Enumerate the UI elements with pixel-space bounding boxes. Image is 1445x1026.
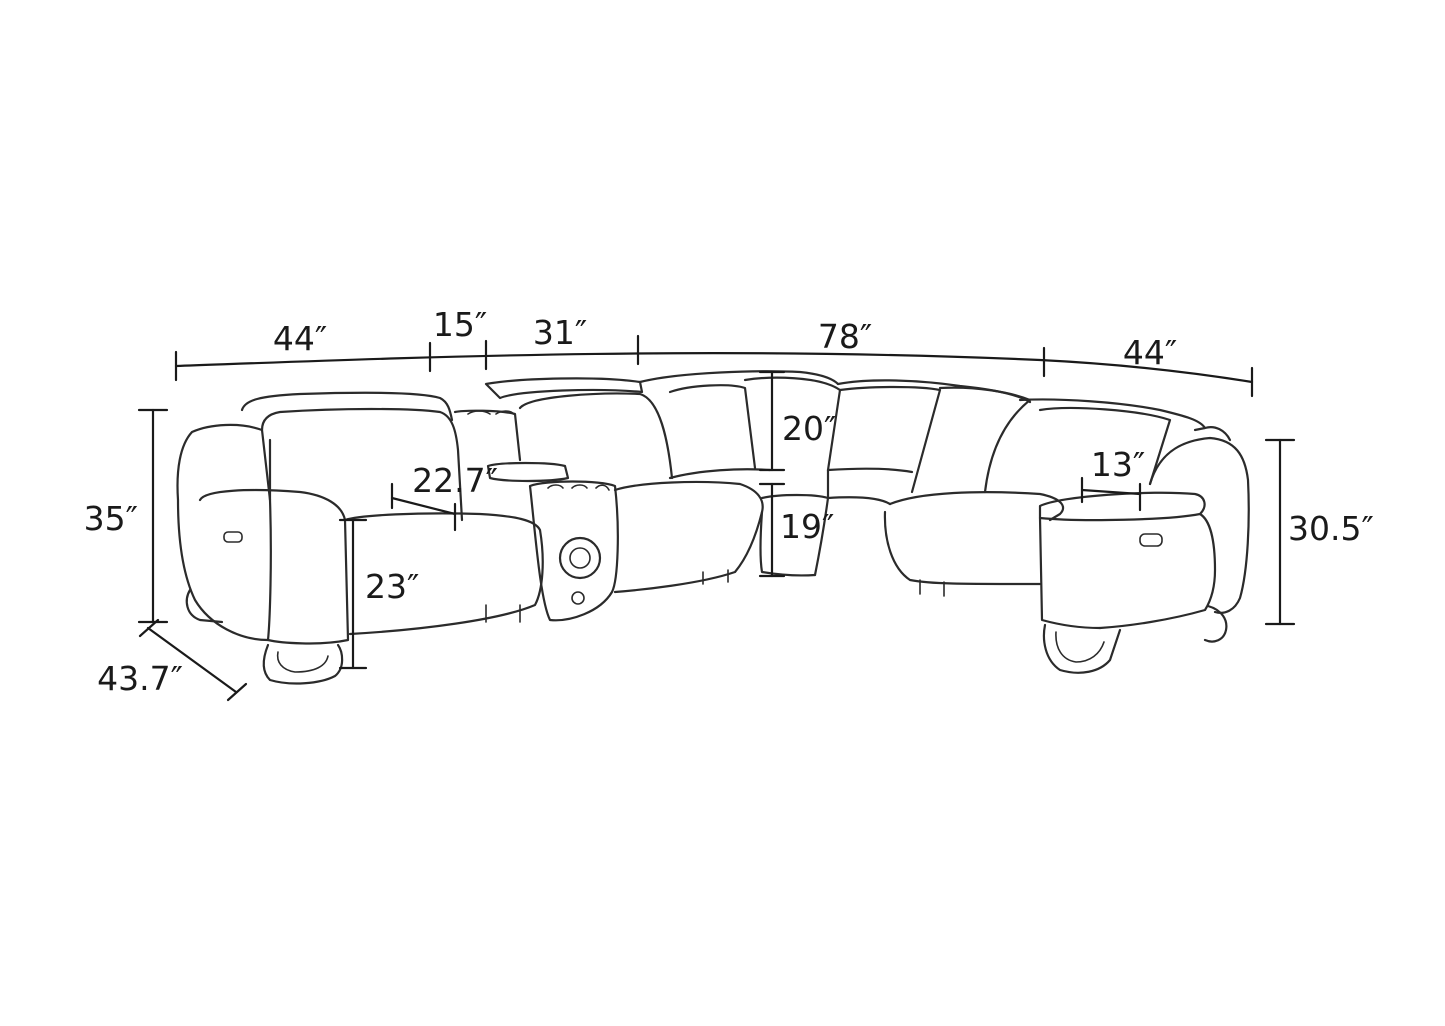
arm-width-line bbox=[1080, 488, 1142, 496]
recliner-button-icon bbox=[223, 531, 243, 543]
right-recliner bbox=[883, 386, 1250, 674]
label-armless-seat-width: 31″ bbox=[533, 313, 587, 352]
console-with-speaker bbox=[453, 409, 619, 622]
label-console-width: 15″ bbox=[433, 305, 487, 344]
label-left-section-width: 44″ bbox=[273, 319, 327, 358]
speaker-icon bbox=[558, 536, 602, 580]
label-arm-width: 13″ bbox=[1091, 445, 1145, 484]
recliner-button-icon bbox=[1139, 533, 1163, 547]
label-seat-height: 23″ bbox=[365, 567, 419, 606]
depth-line bbox=[146, 626, 238, 694]
left-recliner bbox=[176, 391, 544, 685]
label-corner-span-width: 78″ bbox=[818, 317, 872, 356]
corner-seat bbox=[638, 370, 1032, 577]
armless-seat bbox=[484, 377, 764, 594]
label-seat-cushion-height: 19″ bbox=[780, 507, 834, 546]
sectional-sofa-drawing bbox=[176, 370, 1250, 685]
label-backrest-height: 20″ bbox=[782, 409, 836, 448]
label-seat-depth: 22.7″ bbox=[412, 461, 498, 500]
label-overall-depth: 43.7″ bbox=[97, 659, 183, 698]
seat-depth-line bbox=[390, 496, 457, 516]
dimension-labels: 44″ 15″ 31″ 78″ 44″ 35″ 43.7″ 22.7″ 23″ … bbox=[84, 305, 1374, 698]
label-arm-height-right: 30.5″ bbox=[1288, 509, 1374, 548]
dimension-lines bbox=[137, 334, 1296, 702]
label-right-section-width: 44″ bbox=[1123, 333, 1177, 372]
label-overall-height-left: 35″ bbox=[84, 499, 138, 538]
top-width-line bbox=[174, 352, 1254, 384]
